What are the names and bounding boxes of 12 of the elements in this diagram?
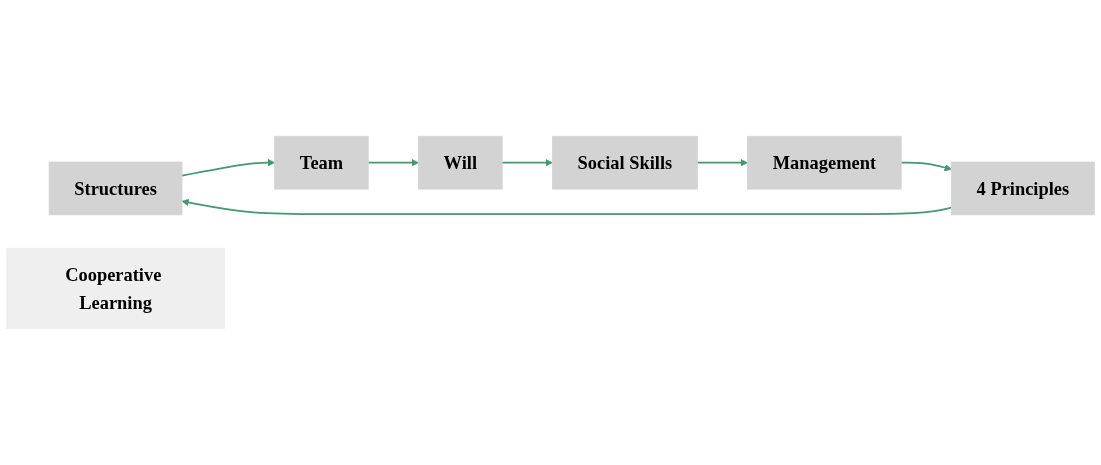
node-box: Social Skills <box>552 135 698 190</box>
arrow <box>367 159 419 167</box>
arrow <box>501 159 553 167</box>
node-box: Team <box>274 135 369 190</box>
arrow <box>900 161 952 172</box>
arrow <box>181 198 953 215</box>
arrow <box>181 159 275 177</box>
node-box: Will <box>418 135 503 190</box>
node-box: 4 Principles <box>951 161 1095 216</box>
arrow <box>696 159 748 167</box>
node-box: Management <box>747 135 902 190</box>
node-box: Structures <box>48 161 183 216</box>
